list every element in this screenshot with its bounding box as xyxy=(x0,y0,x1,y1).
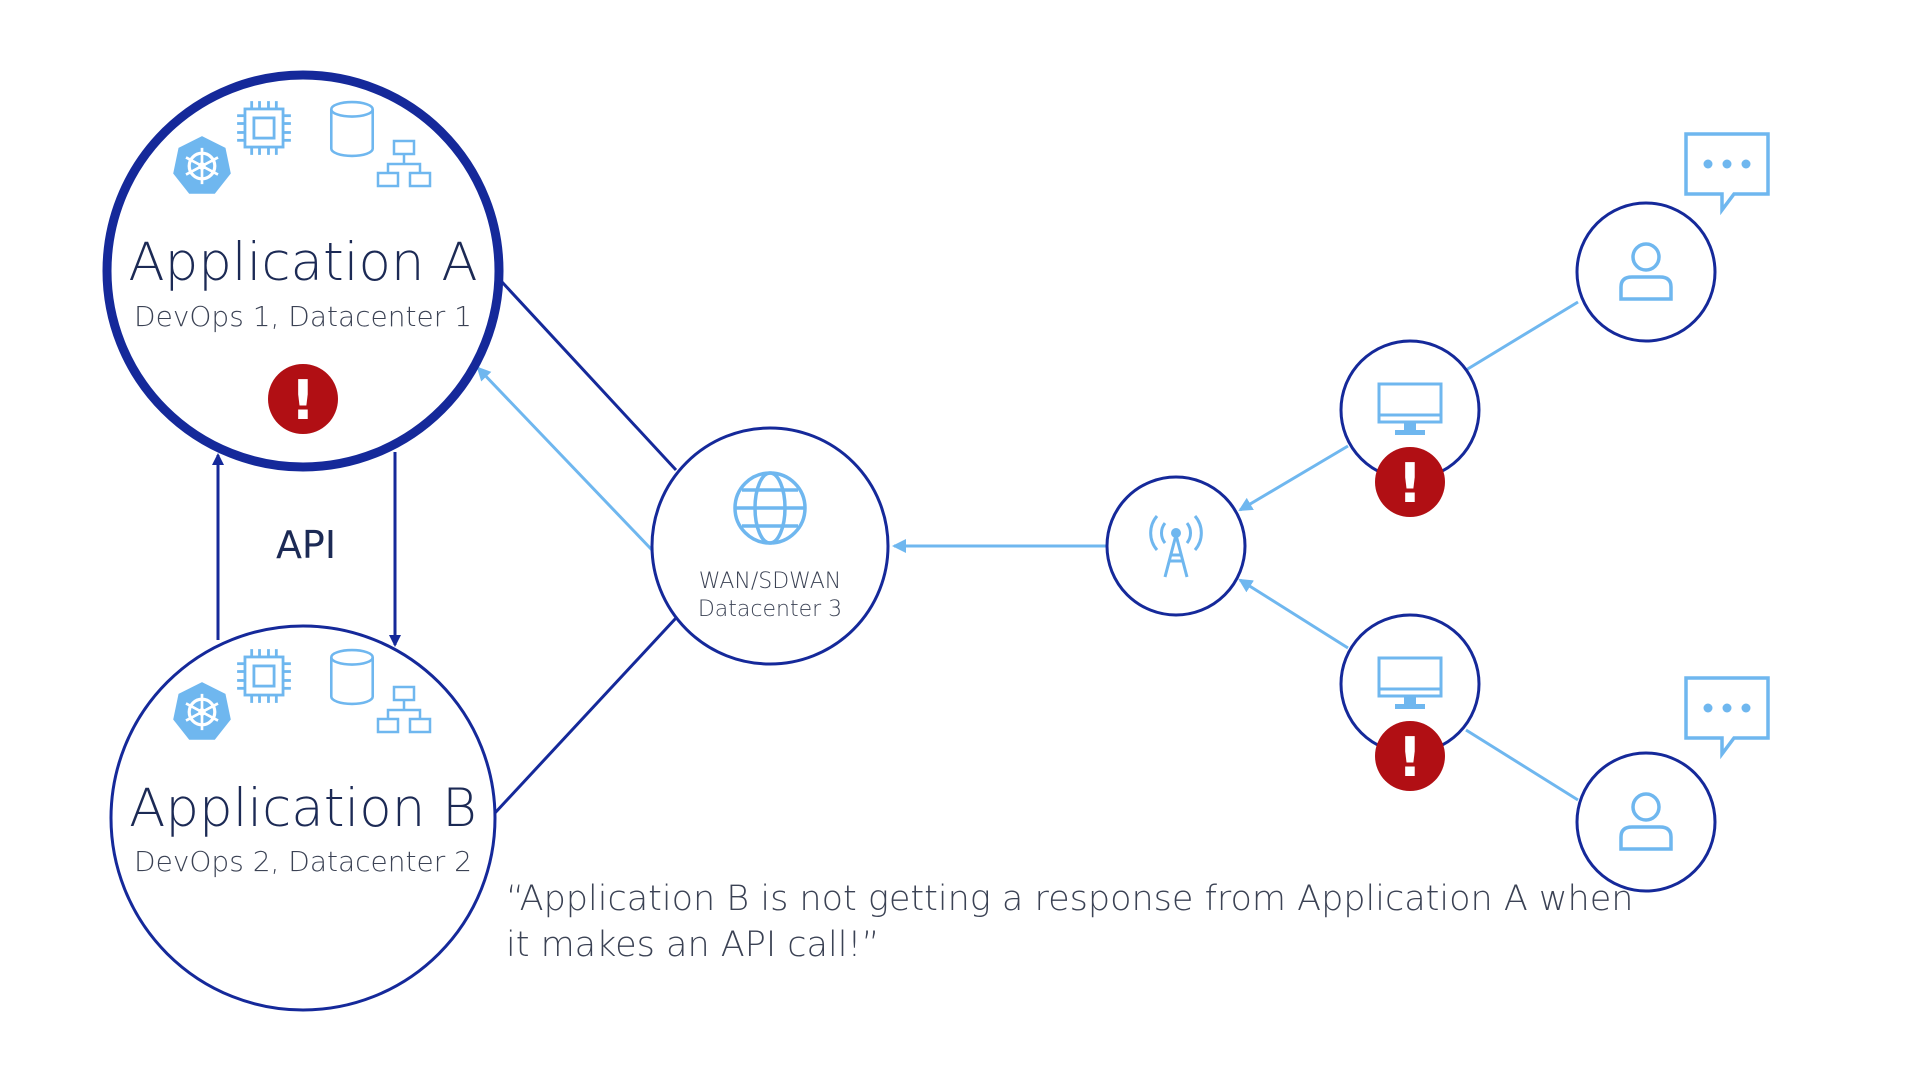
alert-icon xyxy=(1375,721,1445,791)
wan-to-app-a-line xyxy=(500,280,678,472)
app-a-alert: ! xyxy=(268,364,338,434)
chat-bubble-icon xyxy=(1684,676,1770,756)
alert-icon xyxy=(268,364,338,434)
wan-to-app-a-arrow xyxy=(476,366,654,552)
computer-2-alert: ! xyxy=(1375,721,1445,791)
app-a-subtitle: DevOps 1, Datacenter 1 xyxy=(134,300,472,333)
app-b-node: Application B DevOps 2, Datacenter 2 xyxy=(109,624,497,1012)
user-node-2 xyxy=(1575,676,1770,893)
wan-label-line2: Datacenter 3 xyxy=(698,597,842,622)
chat-bubble-icon xyxy=(1684,132,1770,212)
api-label: API xyxy=(276,523,336,567)
alert-glyph: ! xyxy=(1398,726,1423,789)
computer-node-2: ! xyxy=(1339,613,1481,791)
computer1-to-tower-arrow xyxy=(1238,444,1349,512)
quote-line-2: it makes an API call!” xyxy=(506,925,880,965)
wan-node: WAN/SDWAN Datacenter 3 xyxy=(650,426,890,666)
computer-node-1: ! xyxy=(1339,339,1481,517)
app-b-subtitle: DevOps 2, Datacenter 2 xyxy=(134,845,472,878)
quote-line-1: “Application B is not getting a response… xyxy=(506,879,1633,919)
user2-to-computer2-line xyxy=(1465,728,1579,802)
alert-glyph: ! xyxy=(291,369,316,432)
wan-label-line1: WAN/SDWAN xyxy=(699,569,841,594)
problem-quote: “Application B is not getting a response… xyxy=(506,879,1633,965)
app-b-title: Application B xyxy=(129,778,477,839)
app-a-node: Application A DevOps 1, Datacenter 1 ! xyxy=(102,70,504,472)
app-a-title: Application A xyxy=(128,232,477,293)
cell-tower-node xyxy=(1105,475,1247,617)
wan-to-app-b-line xyxy=(492,616,678,816)
computer2-to-tower-arrow xyxy=(1238,578,1349,650)
computer-1-alert: ! xyxy=(1375,447,1445,517)
alert-glyph: ! xyxy=(1398,452,1423,515)
alert-icon xyxy=(1375,447,1445,517)
user1-to-computer1-line xyxy=(1465,300,1579,372)
user-node-1 xyxy=(1575,132,1770,343)
connectors xyxy=(212,280,1579,816)
